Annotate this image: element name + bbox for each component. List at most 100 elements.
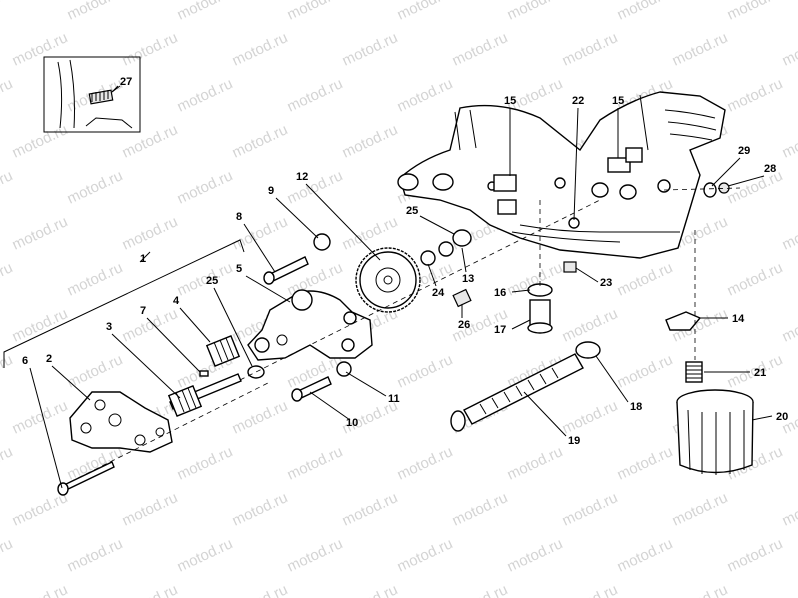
watermark-text: motod.ru bbox=[340, 121, 401, 161]
callout-24: 24 bbox=[432, 287, 445, 299]
watermark-text: motod.ru bbox=[65, 0, 126, 24]
callout-3: 3 bbox=[106, 321, 112, 333]
leader-line-2 bbox=[51, 365, 91, 401]
watermark-text: motod.ru bbox=[120, 305, 181, 345]
watermark-text: motod.ru bbox=[725, 0, 786, 24]
watermark-text: motod.ru bbox=[780, 305, 798, 345]
watermark-text: motod.ru bbox=[505, 443, 566, 483]
leader-line-19 bbox=[523, 391, 567, 437]
watermark-text: motod.ru bbox=[505, 535, 566, 575]
leader-line-28 bbox=[727, 175, 765, 187]
nipple-21-part bbox=[685, 361, 703, 383]
leader-line-27 bbox=[111, 85, 119, 93]
watermark-text: motod.ru bbox=[230, 121, 291, 161]
watermark-text: motod.ru bbox=[670, 29, 731, 69]
watermark-text: motod.ru bbox=[10, 581, 71, 598]
watermark-text: motod.ru bbox=[560, 489, 621, 529]
watermark-text: motod.ru bbox=[65, 167, 126, 207]
gear-12-part bbox=[355, 247, 421, 313]
watermark-text: motod.ru bbox=[175, 0, 236, 24]
callout-25a: 25 bbox=[206, 275, 218, 287]
watermark-text: motod.ru bbox=[230, 397, 291, 437]
leader-line-29 bbox=[711, 157, 741, 187]
watermark-text: motod.ru bbox=[615, 535, 676, 575]
callout-7: 7 bbox=[140, 305, 146, 317]
watermark-text: motod.ru bbox=[560, 305, 621, 345]
callout-27: 27 bbox=[120, 76, 132, 88]
watermark-text: motod.ru bbox=[65, 443, 126, 483]
callout-19: 19 bbox=[568, 435, 580, 447]
watermark-text: motod.ru bbox=[0, 167, 15, 207]
watermark-text: motod.ru bbox=[285, 535, 346, 575]
watermark-text: motod.ru bbox=[615, 443, 676, 483]
callout-12: 12 bbox=[296, 171, 308, 183]
watermark-text: motod.ru bbox=[175, 535, 236, 575]
callout-2: 2 bbox=[46, 353, 52, 365]
callout-13: 13 bbox=[462, 273, 474, 285]
leader-line-25b bbox=[419, 215, 455, 235]
seal-18-part bbox=[575, 341, 601, 359]
assembly-axes bbox=[69, 187, 741, 483]
callout-22: 22 bbox=[572, 95, 584, 107]
pin-7-part bbox=[199, 370, 209, 377]
watermark-text: motod.ru bbox=[670, 581, 731, 598]
watermark-text: motod.ru bbox=[560, 397, 621, 437]
watermark-text: motod.ru bbox=[615, 259, 676, 299]
watermark-text: motod.ru bbox=[230, 29, 291, 69]
watermark-text: motod.ru bbox=[0, 351, 15, 391]
watermark-text: motod.ru bbox=[340, 581, 401, 598]
callout-10: 10 bbox=[346, 417, 358, 429]
watermark-text: motod.ru bbox=[285, 75, 346, 115]
watermark-text: motod.ru bbox=[175, 75, 236, 115]
watermark-text: motod.ru bbox=[175, 167, 236, 207]
leader-line-4 bbox=[179, 307, 211, 343]
callout-5: 5 bbox=[236, 263, 242, 275]
watermark-text: motod.ru bbox=[0, 443, 15, 483]
leader-line-16 bbox=[511, 289, 531, 293]
callout-21: 21 bbox=[754, 367, 766, 379]
seal-13-part bbox=[452, 229, 472, 247]
watermark-text: motod.ru bbox=[615, 0, 676, 24]
watermark-text: motod.ru bbox=[560, 581, 621, 598]
watermark-text: motod.ru bbox=[10, 305, 71, 345]
watermark-text: motod.ru bbox=[65, 535, 126, 575]
watermark-text: motod.ru bbox=[0, 535, 15, 575]
watermark-text: motod.ru bbox=[560, 29, 621, 69]
watermark-text: motod.ru bbox=[175, 259, 236, 299]
watermark-text: motod.ru bbox=[10, 121, 71, 161]
watermark-text: motod.ru bbox=[780, 213, 798, 253]
pump-cover-2-part bbox=[69, 391, 173, 453]
leader-line-17 bbox=[511, 319, 531, 330]
leader-line-10 bbox=[309, 391, 351, 421]
watermark-text: motod.ru bbox=[725, 535, 786, 575]
watermark-text: motod.ru bbox=[0, 75, 15, 115]
oil-filter-20-part bbox=[676, 389, 754, 475]
leader-line-9 bbox=[275, 197, 319, 239]
callout-20: 20 bbox=[776, 411, 788, 423]
bolt-8-part bbox=[263, 256, 309, 285]
leader-line-20 bbox=[751, 415, 773, 421]
watermark-text: motod.ru bbox=[395, 535, 456, 575]
leader-line-22 bbox=[573, 107, 579, 221]
watermark-text: motod.ru bbox=[230, 489, 291, 529]
watermark-text: motod.ru bbox=[780, 581, 798, 598]
watermark-text: motod.ru bbox=[120, 489, 181, 529]
watermark-text: motod.ru bbox=[0, 259, 15, 299]
leader-line-6 bbox=[29, 367, 63, 489]
leader-line-23 bbox=[575, 267, 599, 283]
watermark-text: motod.ru bbox=[780, 121, 798, 161]
engine-casing bbox=[397, 91, 726, 259]
watermark-text: motod.ru bbox=[0, 0, 15, 24]
leader-line-24 bbox=[427, 263, 437, 287]
callout-15b: 15 bbox=[612, 95, 624, 107]
callout-25b: 25 bbox=[406, 205, 418, 217]
callout-11: 11 bbox=[388, 393, 400, 405]
leader-line-18 bbox=[595, 355, 629, 403]
callout-1: 1 bbox=[140, 253, 146, 265]
watermark-text: motod.ru bbox=[175, 443, 236, 483]
assembly-bracket-1 bbox=[3, 239, 245, 368]
shaft-3-part bbox=[167, 373, 242, 417]
seal-24-part bbox=[438, 241, 454, 257]
